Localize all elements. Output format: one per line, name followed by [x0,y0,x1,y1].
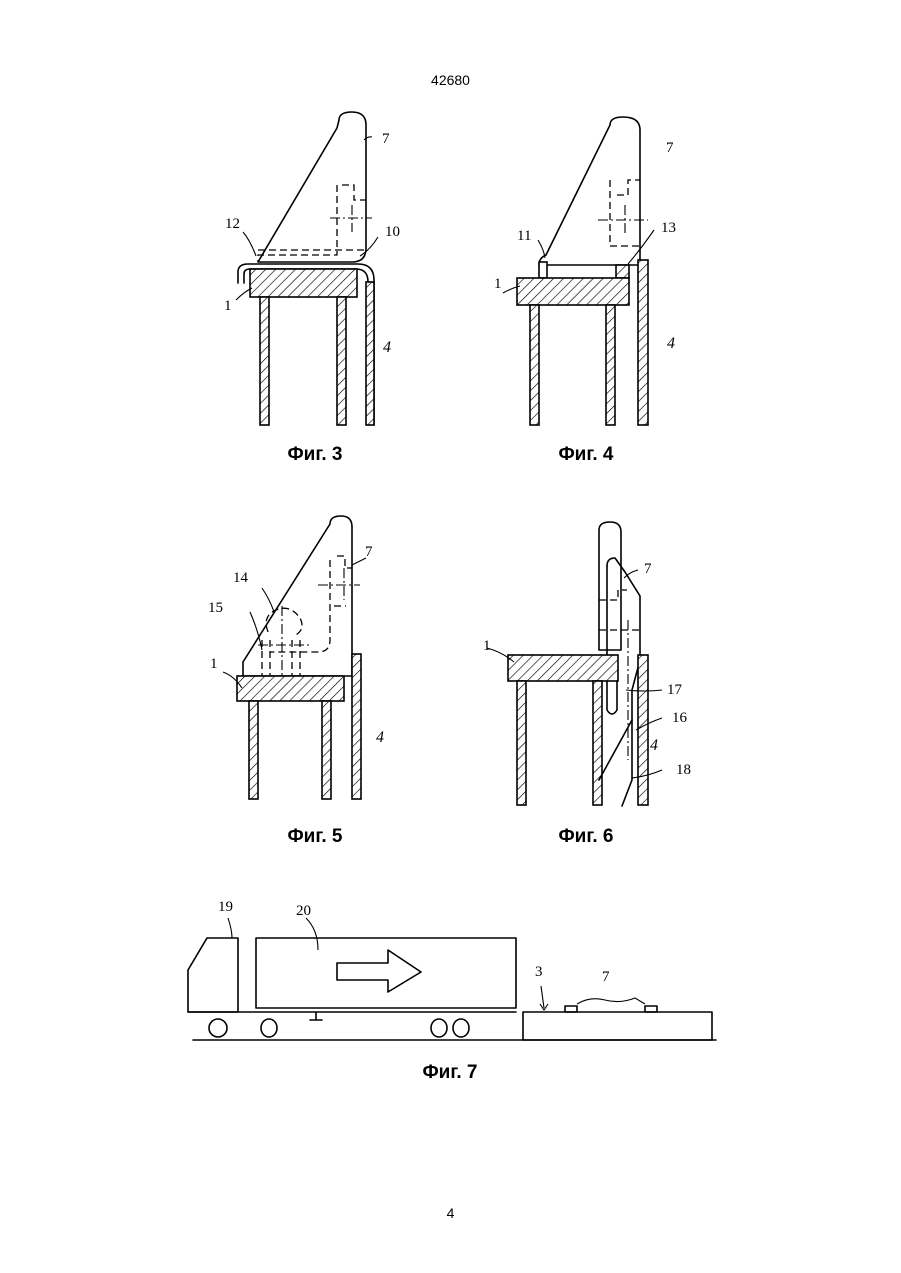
backrest-outline [258,112,366,262]
caption-fig-4: Фиг. 4 [516,444,656,466]
label-1: 1 [483,638,491,654]
label-7: 7 [602,969,610,985]
label-4: 4 [376,729,384,746]
seat-section [250,269,357,297]
label-10: 10 [385,224,400,240]
truck-cab [188,938,238,1012]
seat-section [517,278,629,305]
label-1: 1 [224,298,232,314]
figure-6: 1 7 17 16 4 18 [483,522,691,806]
label-19: 19 [218,899,233,915]
backrest-outline [599,522,621,650]
label-15: 15 [208,600,223,616]
caption-fig-7: Фиг. 7 [380,1062,520,1084]
wheel-icon [453,1019,469,1037]
label-7: 7 [382,131,390,147]
wheel-icon [261,1019,277,1037]
figure-4: 11 13 1 7 4 [494,117,676,425]
caption-fig-6: Фиг. 6 [516,826,656,848]
label-16: 16 [672,710,688,726]
caption-fig-5: Фиг. 5 [245,826,385,848]
label-1: 1 [494,276,502,292]
seat-section [237,676,344,701]
wheel-icon [209,1019,227,1037]
backrest-outline [539,117,640,265]
label-4: 4 [383,339,391,356]
label-3: 3 [535,964,543,980]
label-13: 13 [661,220,676,236]
caption-fig-3: Фиг. 3 [245,444,385,466]
platform [523,1012,712,1040]
label-18: 18 [676,762,691,778]
label-11: 11 [517,228,531,244]
label-7: 7 [365,544,373,560]
label-7: 7 [666,140,674,156]
seat-section [508,655,618,681]
label-17: 17 [667,682,683,698]
label-7: 7 [644,561,652,577]
label-14: 14 [233,570,249,586]
figure-7: 19 20 3 7 [188,899,716,1040]
label-20: 20 [296,903,311,919]
figure-5: 14 15 1 7 4 [208,516,384,799]
label-4: 4 [650,737,658,754]
direction-arrow-icon [337,950,421,992]
page-number: 4 [0,1205,901,1221]
backrest-outline [243,516,352,676]
trailer-box [256,938,516,1008]
label-4: 4 [667,335,675,352]
figure-3: 12 10 1 7 4 [224,112,400,425]
label-12: 12 [225,216,240,232]
label-1: 1 [210,656,218,672]
wheel-icon [431,1019,447,1037]
